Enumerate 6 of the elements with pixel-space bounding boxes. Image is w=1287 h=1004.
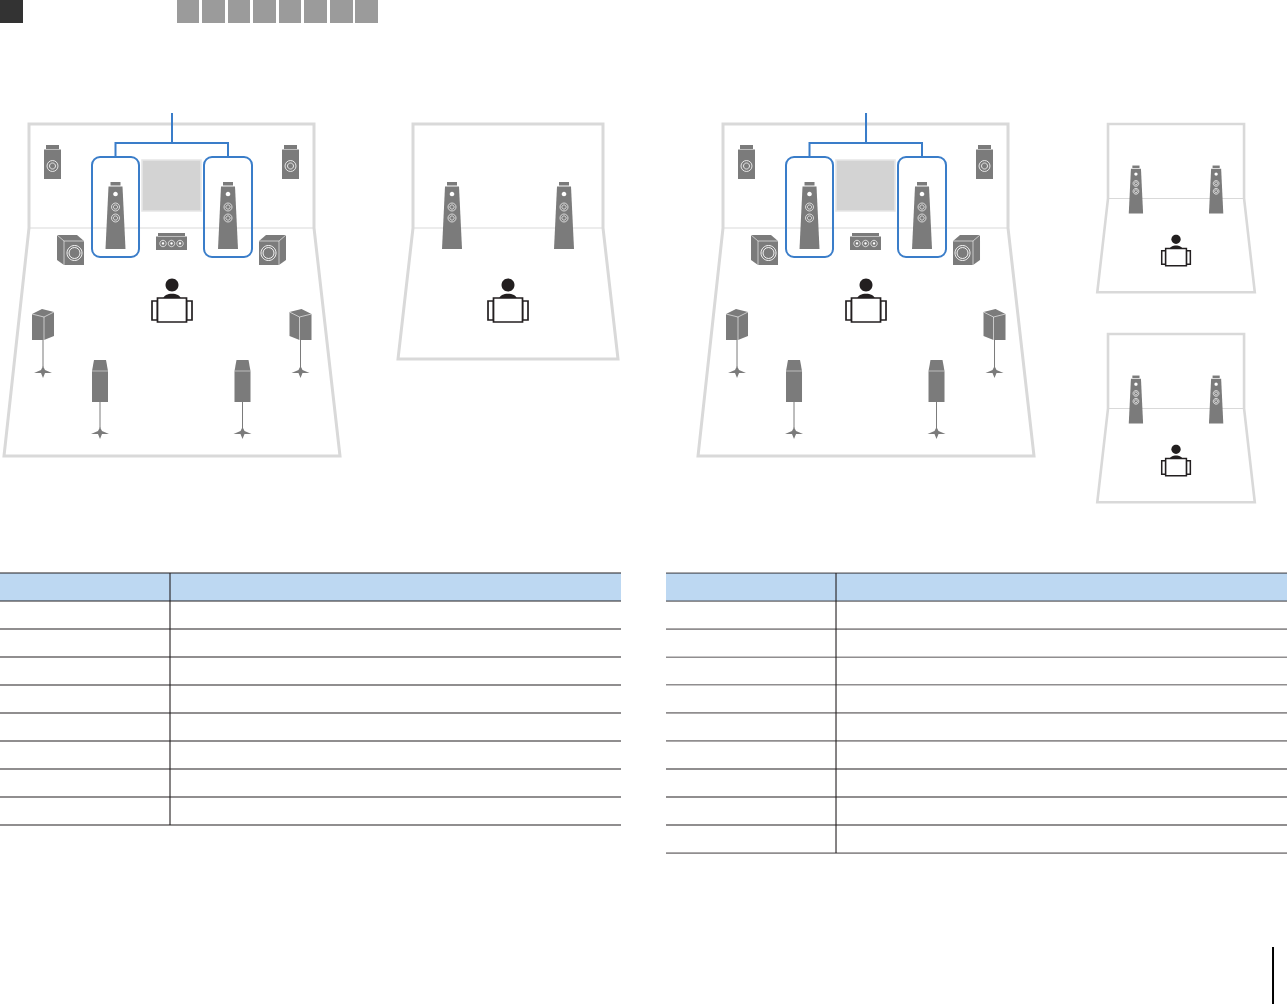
highlight-box bbox=[785, 156, 834, 258]
highlight-box bbox=[203, 156, 253, 258]
highlight-box bbox=[897, 156, 947, 258]
leader-line bbox=[171, 112, 229, 157]
highlight-box bbox=[91, 156, 140, 258]
leader-line bbox=[865, 112, 923, 157]
